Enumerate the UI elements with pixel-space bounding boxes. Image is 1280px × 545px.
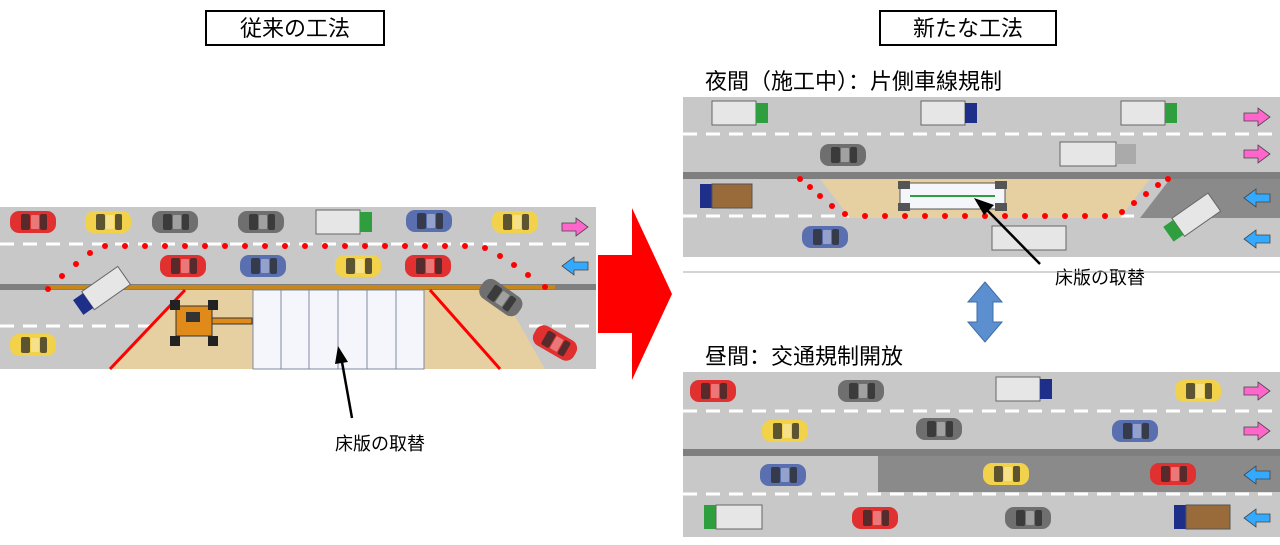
deck-panels xyxy=(252,289,425,370)
truck-icon xyxy=(1059,141,1136,167)
car-icon xyxy=(10,334,56,356)
car-icon xyxy=(802,226,848,248)
day-vehicles xyxy=(690,376,1231,530)
left-callout-arrow xyxy=(335,346,354,419)
left-vehicles xyxy=(10,209,581,365)
truck-icon xyxy=(995,376,1052,402)
car-icon xyxy=(983,463,1029,485)
night-callout: 床版の取替 xyxy=(1055,268,1145,289)
transition-arrow-icon xyxy=(598,208,672,380)
car-icon xyxy=(10,211,56,233)
car-icon xyxy=(160,255,206,277)
truck-icon xyxy=(1174,504,1231,530)
car-icon xyxy=(152,211,198,233)
car-icon xyxy=(760,464,806,486)
right-title: 新たな工法 xyxy=(912,17,1023,42)
truck-icon xyxy=(700,183,753,209)
truck-icon xyxy=(315,209,372,235)
car-icon xyxy=(406,210,452,232)
left-title-box: 従来の工法 xyxy=(205,10,385,46)
car-icon xyxy=(916,418,962,440)
car-icon xyxy=(1150,463,1196,485)
night-callout-arrow xyxy=(974,198,1041,265)
car-icon xyxy=(238,211,284,233)
car-icon xyxy=(1175,380,1221,402)
car-icon xyxy=(405,255,451,277)
arrow-left-icon xyxy=(561,256,589,276)
car-icon xyxy=(335,255,381,277)
night-label: 夜間（施工中）：片側車線規制 xyxy=(705,70,1003,95)
night-road xyxy=(683,97,1280,257)
left-direction-arrows xyxy=(561,217,589,276)
right-title-box: 新たな工法 xyxy=(879,10,1057,46)
arrow-left-icon xyxy=(1243,229,1271,249)
arrow-right-icon xyxy=(561,217,589,237)
truck-icon xyxy=(73,265,132,315)
car-icon xyxy=(838,380,884,402)
truck-icon xyxy=(711,100,768,126)
truck-icon xyxy=(1163,192,1222,242)
car-icon xyxy=(240,255,286,277)
day-replaced-deck xyxy=(878,456,1280,492)
arrow-left-icon xyxy=(1243,188,1271,208)
left-title: 従来の工法 xyxy=(239,17,350,42)
car-icon xyxy=(852,507,898,529)
car-icon xyxy=(85,211,131,233)
night-direction-arrows xyxy=(1243,107,1271,249)
car-icon xyxy=(820,144,866,166)
truck-icon xyxy=(1120,100,1177,126)
car-icon xyxy=(762,420,808,442)
car-icon xyxy=(690,380,736,402)
night-vehicles xyxy=(700,100,1222,251)
truck-icon xyxy=(920,100,977,126)
arrow-right-icon xyxy=(1243,381,1271,401)
arrow-right-icon xyxy=(1243,421,1271,441)
swap-arrow-icon xyxy=(966,281,1004,343)
car-icon xyxy=(1005,507,1051,529)
arrow-left-icon xyxy=(1243,508,1271,528)
left-work-zone xyxy=(108,288,545,371)
truck-icon xyxy=(704,504,763,530)
night-cone-dots xyxy=(797,176,1171,219)
car-icon xyxy=(1112,420,1158,442)
arrow-right-icon xyxy=(1243,144,1271,164)
left-cone-dots xyxy=(45,243,548,292)
crane-icon xyxy=(170,300,253,346)
arrow-left-icon xyxy=(1243,465,1271,485)
day-direction-arrows xyxy=(1243,381,1271,528)
day-median xyxy=(683,449,1280,456)
night-median xyxy=(683,172,1280,179)
car-icon xyxy=(492,211,538,233)
truck-icon xyxy=(991,225,1067,251)
day-label: 昼間：交通規制開放 xyxy=(705,345,904,370)
arrow-right-icon xyxy=(1243,107,1271,127)
left-callout: 床版の取替 xyxy=(335,434,425,455)
